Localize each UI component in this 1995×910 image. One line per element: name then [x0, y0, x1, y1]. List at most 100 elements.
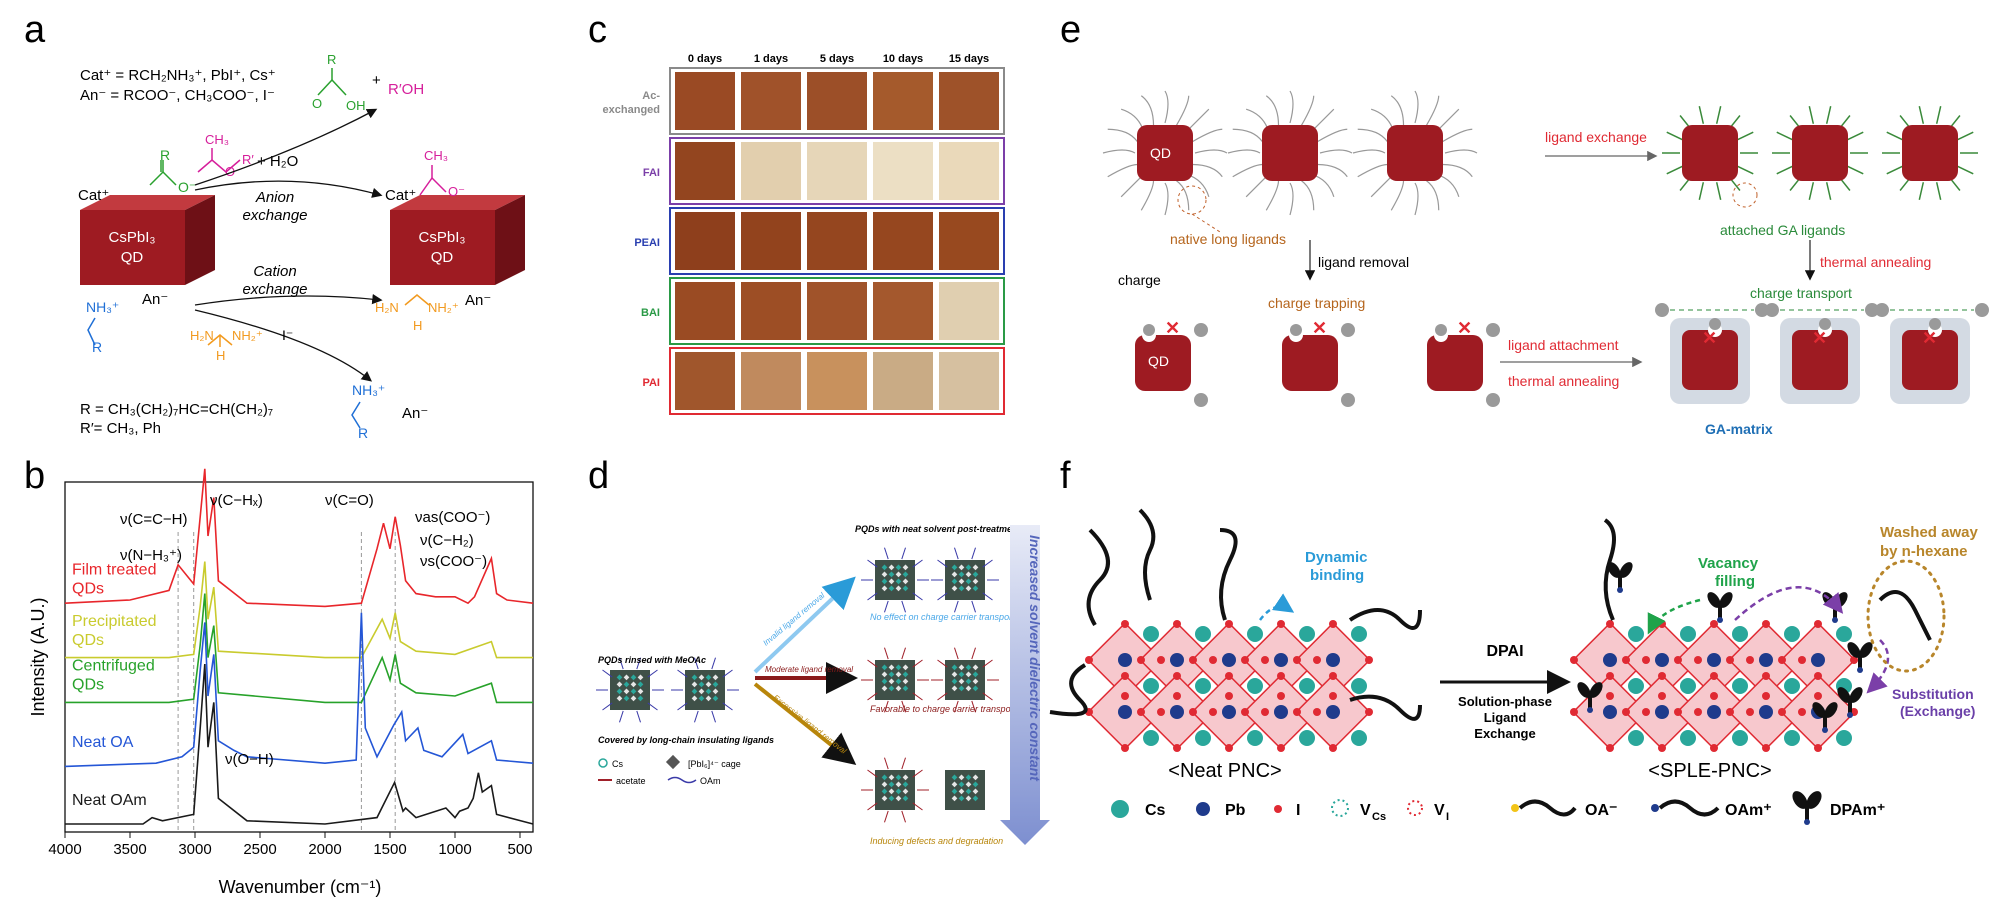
e-ga-ligand — [1846, 131, 1864, 141]
panel-label-e: e — [1060, 9, 1081, 51]
d-ligand — [912, 592, 923, 601]
panel-label-c: c — [588, 9, 607, 51]
f-cs-atom — [1143, 730, 1159, 746]
f-cs-atom — [1628, 626, 1644, 642]
film-cell — [675, 72, 735, 130]
e-ligand — [1140, 95, 1155, 126]
d-cage — [951, 564, 958, 571]
f-cs-atom — [1351, 678, 1367, 694]
f-pb-atom — [1274, 653, 1288, 667]
e-ligand — [1352, 149, 1386, 154]
e-qd-bare — [1282, 335, 1338, 391]
f-cs-atom — [1299, 678, 1315, 694]
e-ligand — [1357, 128, 1388, 142]
f-i-atom — [1313, 656, 1321, 664]
d-ligand — [954, 647, 959, 660]
annotation-coo-s: νs(COO⁻) — [420, 553, 487, 570]
f-legend-vi: V — [1434, 802, 1445, 819]
film-cell — [807, 142, 867, 200]
e-ligand — [1232, 163, 1263, 178]
d-cage — [902, 578, 909, 585]
cube-label-qd: QD — [121, 249, 144, 266]
acetate-right-o: O⁻ — [448, 184, 465, 199]
d-cage — [972, 571, 979, 578]
f-cs-atom — [1143, 678, 1159, 694]
chart-series-label: Neat OA — [72, 734, 134, 751]
f-i-atom — [1189, 656, 1197, 664]
ammonium-product: NH₃⁺ R — [351, 382, 385, 441]
d-cage — [972, 671, 979, 678]
film-cell — [939, 72, 999, 130]
d-cage — [958, 678, 965, 685]
f-cs-atom — [1351, 626, 1367, 642]
d-title-top: PQDs with neat solvent post-treatment — [855, 524, 1022, 534]
d-cage — [902, 564, 909, 571]
d-cage — [888, 795, 895, 802]
f-i-atom — [1173, 692, 1181, 700]
d-cage — [958, 685, 965, 692]
f-legend-pb: Pb — [1225, 802, 1246, 819]
d-cage — [965, 564, 972, 571]
e-ligand — [1194, 149, 1228, 154]
d-ligand — [867, 769, 878, 778]
film-cell — [675, 352, 735, 410]
f-i-atom — [1329, 672, 1337, 680]
e-charge-ball — [1341, 323, 1355, 337]
f-ligand-neat — [1086, 528, 1110, 627]
formamidinium-right: H₂N NH₂⁺ H — [375, 294, 459, 333]
f-i-atom — [1762, 744, 1770, 752]
e-ligand — [1442, 163, 1473, 178]
f-ligand-neat — [1219, 528, 1238, 621]
d-cage — [691, 674, 698, 681]
d-ligand — [884, 600, 889, 613]
d-ligand — [867, 802, 878, 811]
e-x-mark: ✕ — [1702, 328, 1717, 348]
d-cage — [965, 795, 972, 802]
d-cage — [895, 571, 902, 578]
d-cage — [691, 695, 698, 702]
d-lattice — [685, 670, 725, 710]
d-ligand — [912, 559, 923, 568]
f-cs-atom — [1784, 626, 1800, 642]
f-i-atom — [1137, 708, 1145, 716]
e-ligand — [1442, 128, 1473, 143]
d-cage — [965, 774, 972, 781]
qd-cube-right: CsPbI₃ QD — [390, 195, 525, 285]
d-ligand — [901, 600, 906, 613]
svg-text:NH₂⁺: NH₂⁺ — [232, 328, 263, 343]
e-ligand — [1227, 149, 1261, 154]
e-ligand — [1175, 95, 1190, 126]
f-ligand-neat — [1349, 694, 1422, 721]
d-cage — [972, 585, 979, 592]
f-i-atom — [1121, 744, 1129, 752]
f-legend-oam-head — [1651, 804, 1659, 812]
d-cage — [965, 578, 972, 585]
f-i-atom — [1694, 656, 1702, 664]
row-label: PEAI — [634, 237, 660, 249]
chart-series-line — [64, 468, 534, 608]
d-cage — [630, 681, 637, 688]
panel-label-f: f — [1060, 455, 1071, 497]
e-ligand — [1289, 90, 1294, 124]
f-i-atom — [1710, 620, 1718, 628]
f-cs-atom — [1732, 626, 1748, 642]
row-frame — [669, 207, 1005, 275]
acetate-right-ch3: CH₃ — [424, 148, 448, 163]
d-ligand — [694, 710, 699, 723]
e-charge-ball — [1865, 303, 1879, 317]
f-dpam-ligand — [1607, 562, 1633, 593]
r-definition: R = CH₃(CH₂)₇HC=CH(CH₂)₇ — [80, 401, 273, 418]
f-legend-vcs: V — [1360, 802, 1371, 819]
f-legend-vi-marker — [1407, 800, 1423, 816]
d-cage — [616, 674, 623, 681]
f-cs-atom — [1247, 730, 1263, 746]
d-legend-oam: OAm — [700, 776, 721, 786]
e-ga-ligand — [1698, 106, 1705, 124]
d-cage — [888, 678, 895, 685]
f-neat-pnc: <Neat PNC> — [1168, 760, 1281, 782]
film-cell — [807, 72, 867, 130]
chart-series-label: Centrifuged — [72, 658, 155, 675]
f-pb-atom — [1118, 705, 1132, 719]
f-pb-atom — [1170, 705, 1184, 719]
d-cage — [895, 788, 902, 795]
